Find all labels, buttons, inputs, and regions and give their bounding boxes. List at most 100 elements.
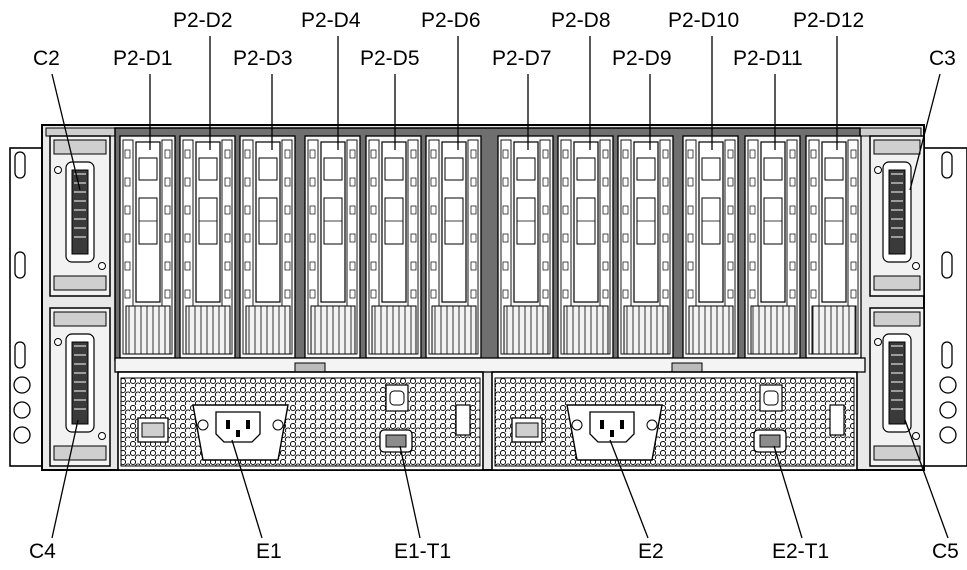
- esm-bottom-latch: [53, 275, 107, 291]
- rail-notch: [470, 205, 477, 215]
- rail-notch: [622, 177, 629, 187]
- rail-notch: [370, 205, 377, 215]
- rail-notch: [602, 289, 609, 299]
- rail-notch: [224, 261, 231, 271]
- rail-notch: [244, 289, 251, 299]
- rail-notch: [602, 261, 609, 271]
- rail-notch: [789, 289, 796, 299]
- label-p2-d12: P2-D12: [793, 9, 865, 32]
- rail-notch: [184, 205, 191, 215]
- rack-hole-1: [13, 401, 31, 419]
- esm-screw: [54, 338, 62, 346]
- drive-vent: [245, 305, 291, 355]
- rail-notch: [284, 205, 291, 215]
- rail-notch: [430, 205, 437, 215]
- rail-notch: [810, 149, 817, 159]
- rail-notch: [430, 233, 437, 243]
- rail-notch: [810, 205, 817, 215]
- rail-notch: [727, 261, 734, 271]
- callout-line-13: [909, 73, 941, 191]
- rail-notch: [662, 177, 669, 187]
- psu-screw: [571, 419, 583, 431]
- ac-inlet: [589, 411, 635, 443]
- rail-notch: [850, 177, 857, 187]
- rail-notch: [430, 177, 437, 187]
- rail-notch: [284, 177, 291, 187]
- rail-notch: [470, 149, 477, 159]
- rail-notch: [502, 177, 509, 187]
- rail-notch: [224, 233, 231, 243]
- rail-notch: [502, 289, 509, 299]
- esm-c2: [49, 135, 111, 297]
- esm-bottom-latch: [873, 445, 921, 461]
- drive-bays: [119, 135, 862, 370]
- rail-notch: [810, 233, 817, 243]
- rail-notch: [224, 205, 231, 215]
- rail-notch: [184, 149, 191, 159]
- rail-notch: [542, 205, 549, 215]
- rail-notch: [789, 233, 796, 243]
- rail-notch: [687, 289, 694, 299]
- callout-line-19: [773, 445, 803, 539]
- rail-notch: [224, 177, 231, 187]
- esm-screw: [874, 166, 882, 174]
- drive-bay-6: [425, 135, 482, 370]
- rail-notch: [349, 177, 356, 187]
- rail-notch: [749, 149, 756, 159]
- rail-notch: [850, 289, 857, 299]
- label-p2-d6: P2-D6: [421, 9, 481, 32]
- rail-notch: [502, 205, 509, 215]
- rail-notch: [502, 261, 509, 271]
- rail-notch: [542, 289, 549, 299]
- rail-notch: [309, 205, 316, 215]
- drive-latch: [444, 157, 464, 181]
- label-c3: C3: [929, 47, 956, 70]
- rail-notch: [687, 261, 694, 271]
- callout-lines: [51, 36, 949, 539]
- drive-latch: [198, 157, 218, 181]
- ac-pin: [226, 420, 230, 429]
- rail-notch: [850, 205, 857, 215]
- ac-pin: [620, 420, 624, 429]
- rail-notch: [562, 289, 569, 299]
- esm-screw: [912, 432, 920, 440]
- rail-notch: [749, 261, 756, 271]
- rail-notch: [850, 261, 857, 271]
- drive-bay-7: [497, 135, 554, 370]
- drive-bay-1: [119, 135, 176, 370]
- rail-notch: [224, 289, 231, 299]
- rail-notch: [430, 289, 437, 299]
- drive-vent: [563, 305, 609, 355]
- drive-latch: [323, 157, 343, 181]
- callout-line-18: [609, 439, 649, 539]
- rail-notch: [244, 233, 251, 243]
- rail-notch: [244, 149, 251, 159]
- rail-notch: [470, 261, 477, 271]
- rail-notch: [749, 205, 756, 215]
- drive-latch: [138, 157, 158, 181]
- ac-pin: [600, 420, 604, 429]
- drive-latch: [258, 157, 278, 181]
- rail-notch: [662, 205, 669, 215]
- rack-hole-4: [939, 401, 957, 419]
- drive-vent: [811, 305, 857, 355]
- esm-screw: [98, 432, 106, 440]
- rail-notch: [184, 177, 191, 187]
- rail-notch: [562, 177, 569, 187]
- label-e2: E2: [638, 540, 664, 563]
- rail-notch: [124, 205, 131, 215]
- rail-notch: [470, 177, 477, 187]
- rack-slot-0: [14, 151, 26, 179]
- rail-notch: [124, 261, 131, 271]
- callout-line-12: [51, 73, 81, 191]
- rail-notch: [184, 233, 191, 243]
- label-p2-d1: P2-D1: [113, 47, 173, 70]
- drive-latch: [636, 157, 656, 181]
- rail-notch: [164, 233, 171, 243]
- rail-notch: [164, 177, 171, 187]
- drive-bay-5: [365, 135, 422, 370]
- psu-led: [389, 390, 405, 406]
- drive-latch: [763, 157, 783, 181]
- rail-notch: [562, 233, 569, 243]
